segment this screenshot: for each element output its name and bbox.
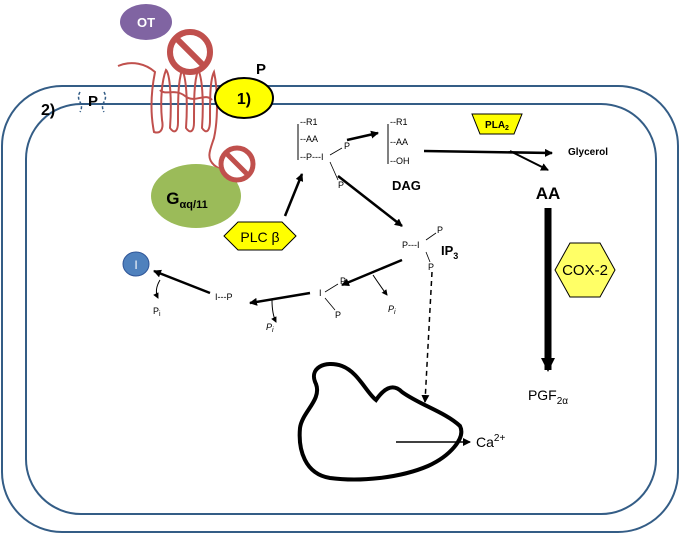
aa-label: AA bbox=[536, 184, 561, 203]
no-symbol-receptor-icon bbox=[167, 29, 213, 75]
glycerol-branch-arrow bbox=[509, 150, 549, 171]
ip1-to-inositol-arrow bbox=[153, 269, 211, 295]
pi-label-3: Pi bbox=[153, 306, 161, 318]
ip3-to-ip2-arrow bbox=[341, 258, 403, 287]
ip2-to-ip1-arrow bbox=[249, 291, 311, 306]
outer-membrane bbox=[1, 85, 679, 533]
pi-release-arrow-3 bbox=[153, 279, 161, 299]
phospho-label: P bbox=[256, 61, 266, 78]
ip3-p-top: P bbox=[437, 225, 443, 235]
receptor-tail bbox=[159, 89, 213, 101]
inositol-label: I bbox=[134, 258, 137, 272]
plc-to-pip2-arrow bbox=[283, 173, 304, 217]
cox2-label: COX-2 bbox=[562, 262, 608, 279]
step2-p-label: P bbox=[88, 93, 98, 110]
pip2-p-bottom: P bbox=[338, 180, 344, 190]
pi-release-arrow-2 bbox=[271, 299, 277, 323]
pip2-r1: --R1 bbox=[300, 117, 318, 127]
ip2-structure: I P P bbox=[319, 276, 346, 320]
step1-label: 1) bbox=[237, 91, 251, 108]
pip2-p-i: --P---I bbox=[300, 152, 324, 162]
ip2-p-top: P bbox=[340, 276, 346, 286]
step1-marker bbox=[214, 77, 274, 119]
pip2-aa: --AA bbox=[300, 134, 318, 144]
dag-r1: --R1 bbox=[390, 117, 408, 127]
pip2-structure: --R1 --AA --P---I P P bbox=[297, 117, 350, 190]
step2-bracket-left-icon bbox=[77, 91, 83, 113]
no-symbol-gprotein-icon bbox=[218, 145, 256, 183]
plc-beta-label: PLC β bbox=[240, 229, 279, 245]
pip2-to-ip3-arrow bbox=[337, 175, 403, 227]
plc-beta-enzyme bbox=[223, 221, 297, 251]
dag-structure: --R1 --AA --OH bbox=[387, 117, 410, 166]
g-protein bbox=[151, 164, 241, 228]
pla2-enzyme bbox=[471, 113, 523, 135]
step2-label: 2) bbox=[41, 102, 55, 119]
g-protein-label: Gαq/11 bbox=[166, 189, 207, 211]
dag-aa: --AA bbox=[390, 137, 408, 147]
ot-ligand bbox=[120, 4, 172, 40]
pip2-p-top: P bbox=[344, 141, 350, 151]
er-calcium-store bbox=[297, 362, 464, 482]
ip3-p-i: P---I bbox=[402, 240, 420, 250]
ip3-structure: P---I P P bbox=[402, 225, 443, 272]
inner-membrane bbox=[25, 103, 657, 515]
dag-to-aa-arrow bbox=[423, 148, 553, 157]
dag-label: DAG bbox=[392, 178, 421, 193]
ip3-to-er-dashed-arrow bbox=[421, 271, 433, 403]
ip3-label: IP3 bbox=[441, 243, 458, 261]
dag-oh: --OH bbox=[390, 156, 410, 166]
pgf2a-label: PGF2α bbox=[528, 387, 568, 407]
ip2-p-bottom: P bbox=[335, 310, 341, 320]
ip3-p-bottom: P bbox=[428, 262, 434, 272]
ip2-i: I bbox=[319, 288, 322, 298]
pip2-to-dag-arrow bbox=[346, 130, 379, 142]
pi-release-arrow-1 bbox=[372, 274, 388, 296]
ip1-i-p: I---P bbox=[215, 292, 233, 302]
calcium-label: Ca2+ bbox=[476, 433, 505, 450]
glycerol-label: Glycerol bbox=[568, 147, 608, 158]
pi-label-1: Pi bbox=[388, 304, 396, 316]
ot-label: OT bbox=[137, 15, 155, 30]
pi-label-2: Pi bbox=[266, 322, 274, 334]
step2-bracket-right-icon bbox=[101, 91, 107, 113]
cox2-enzyme bbox=[554, 242, 616, 298]
inositol bbox=[122, 251, 150, 277]
pla2-label: PLA2 bbox=[485, 120, 509, 132]
